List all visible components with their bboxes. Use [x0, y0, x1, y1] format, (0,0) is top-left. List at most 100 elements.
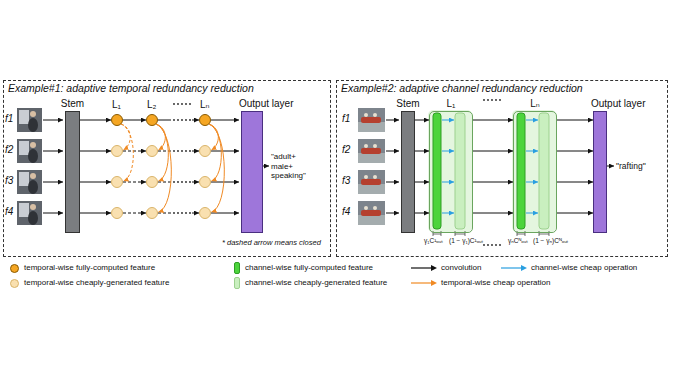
connector-arrow: [557, 213, 593, 214]
connector-arrow: [557, 120, 593, 121]
ellipsis-dots: [189, 103, 191, 105]
layer-label: L₁: [112, 99, 121, 111]
channel-ratio-label: γ₁C¹ₒᵤₜ: [424, 237, 443, 245]
dimension-bracket: [539, 231, 549, 236]
video-frame: [364, 144, 368, 148]
ellipsis-dots: [173, 181, 175, 183]
node-label: Output layer: [239, 98, 293, 110]
frame-label: f4: [342, 206, 350, 218]
ellipsis-dots: [185, 181, 187, 183]
node-label: Stem: [396, 98, 419, 110]
layer-fill: [517, 113, 525, 229]
legend-text: temporal-wise cheaply-generated feature: [24, 278, 169, 287]
convolution-arrow: [386, 213, 399, 214]
node-label: L₁: [447, 98, 456, 110]
legend-text: channel-wise cheap operation: [531, 263, 637, 272]
frame-label: f1: [342, 113, 350, 125]
node-label: Stem: [61, 98, 84, 110]
feature-circle: [147, 115, 158, 126]
video-frame: [358, 108, 385, 225]
ellipsis-dots: [499, 244, 501, 246]
label-anchor: f1: [5, 113, 13, 125]
stem-box: Stem: [65, 111, 80, 233]
channel-cheap-operation: [442, 151, 454, 152]
video-frame: [364, 113, 368, 117]
video-frame: [28, 180, 38, 194]
label-anchor: f2: [342, 144, 350, 156]
legend-entry: channel-wise fully-computed feature: [245, 262, 373, 274]
ellipsis-dots: [483, 244, 485, 246]
video-frame: [28, 211, 38, 225]
ellipsis-dots: [177, 212, 179, 214]
convolution-arrow: [386, 120, 399, 121]
ellipsis-dots: [185, 212, 187, 214]
video-frame: [358, 215, 385, 225]
connector-arrow: [473, 182, 513, 183]
layer-fill: [428, 110, 556, 232]
label-anchor: "adult+ male+ speaking": [271, 152, 315, 181]
legend-text: temporal-wise fully-computed feature: [24, 263, 155, 272]
ellipsis-dots: [173, 150, 175, 152]
connector-arrow: [473, 213, 513, 214]
layer-block: Lₙ: [513, 111, 557, 233]
connector-arrow: [473, 120, 513, 121]
video-frame: [30, 142, 36, 148]
ellipsis-dots: [173, 103, 175, 105]
video-frame: [373, 175, 377, 179]
label-anchor: f3: [342, 175, 350, 187]
label-anchor: f4: [342, 206, 350, 218]
closed-arrow: [158, 151, 171, 152]
convolution-arrow: [386, 151, 399, 152]
legend-entry: channel-wise cheaply-generated feature: [245, 277, 387, 289]
closed-arrow: [123, 182, 146, 183]
closed-arrow: [123, 151, 146, 152]
channel-ratio-label: (1 − γₙ)Cᴺₒᵤₜ: [533, 237, 569, 245]
feature-circle: [147, 208, 158, 219]
video-frame: [17, 139, 42, 163]
convolution-arrow: [211, 120, 239, 121]
feature-circle: [147, 177, 158, 188]
legend-arrow-sample: [500, 262, 528, 274]
legend-bar-swatch: [234, 262, 240, 274]
temporal-cheap-operation: [209, 124, 221, 181]
legend-arrow-line: [501, 267, 521, 268]
node-label: Lₙ: [530, 98, 540, 110]
convolution-arrow: [43, 213, 63, 214]
feature-circle: [147, 146, 158, 157]
label-anchor: f3: [5, 175, 13, 187]
convolution-arrow: [80, 182, 111, 183]
legend-entry: temporal-wise cheap operation: [441, 277, 550, 289]
video-frame: [364, 175, 368, 179]
layer-fill: [539, 113, 549, 229]
legend-entry: channel-wise cheap operation: [531, 262, 637, 274]
label-anchor: f4: [5, 206, 13, 218]
frame-label: f2: [5, 144, 13, 156]
label-anchor: * dashed arrow means closed: [222, 238, 321, 247]
ellipsis-dots: [189, 119, 191, 121]
video-frame: [364, 206, 368, 210]
legend-bar-swatch: [234, 277, 240, 289]
feature-circle: [112, 208, 123, 219]
label-anchor: f1: [342, 113, 350, 125]
label-anchor: γₙCᴺₒᵤₜ: [508, 237, 528, 245]
ellipsis-dots: [181, 212, 183, 214]
legend-circle-swatch: [10, 279, 19, 288]
video-frame: [30, 204, 36, 210]
connector-arrow: [415, 151, 429, 152]
ellipsis-dots: [181, 119, 183, 121]
frame-label: f3: [342, 175, 350, 187]
closed-arrow: [123, 151, 199, 213]
output-layer-box: Output layer: [593, 111, 607, 233]
ellipsis-dots: [487, 99, 489, 101]
label-anchor: L₂: [147, 99, 156, 111]
frame-label: f4: [5, 206, 13, 218]
ellipsis-dots: [483, 99, 485, 101]
temporal-cheap-operation: [209, 124, 224, 212]
prediction-label: "adult+ male+ speaking": [271, 152, 315, 181]
video-frame: [373, 144, 377, 148]
feature-circle: [112, 146, 123, 157]
video-frame: [28, 149, 38, 163]
legend-arrow-line: [411, 282, 431, 283]
layer-label: L₂: [147, 99, 156, 111]
